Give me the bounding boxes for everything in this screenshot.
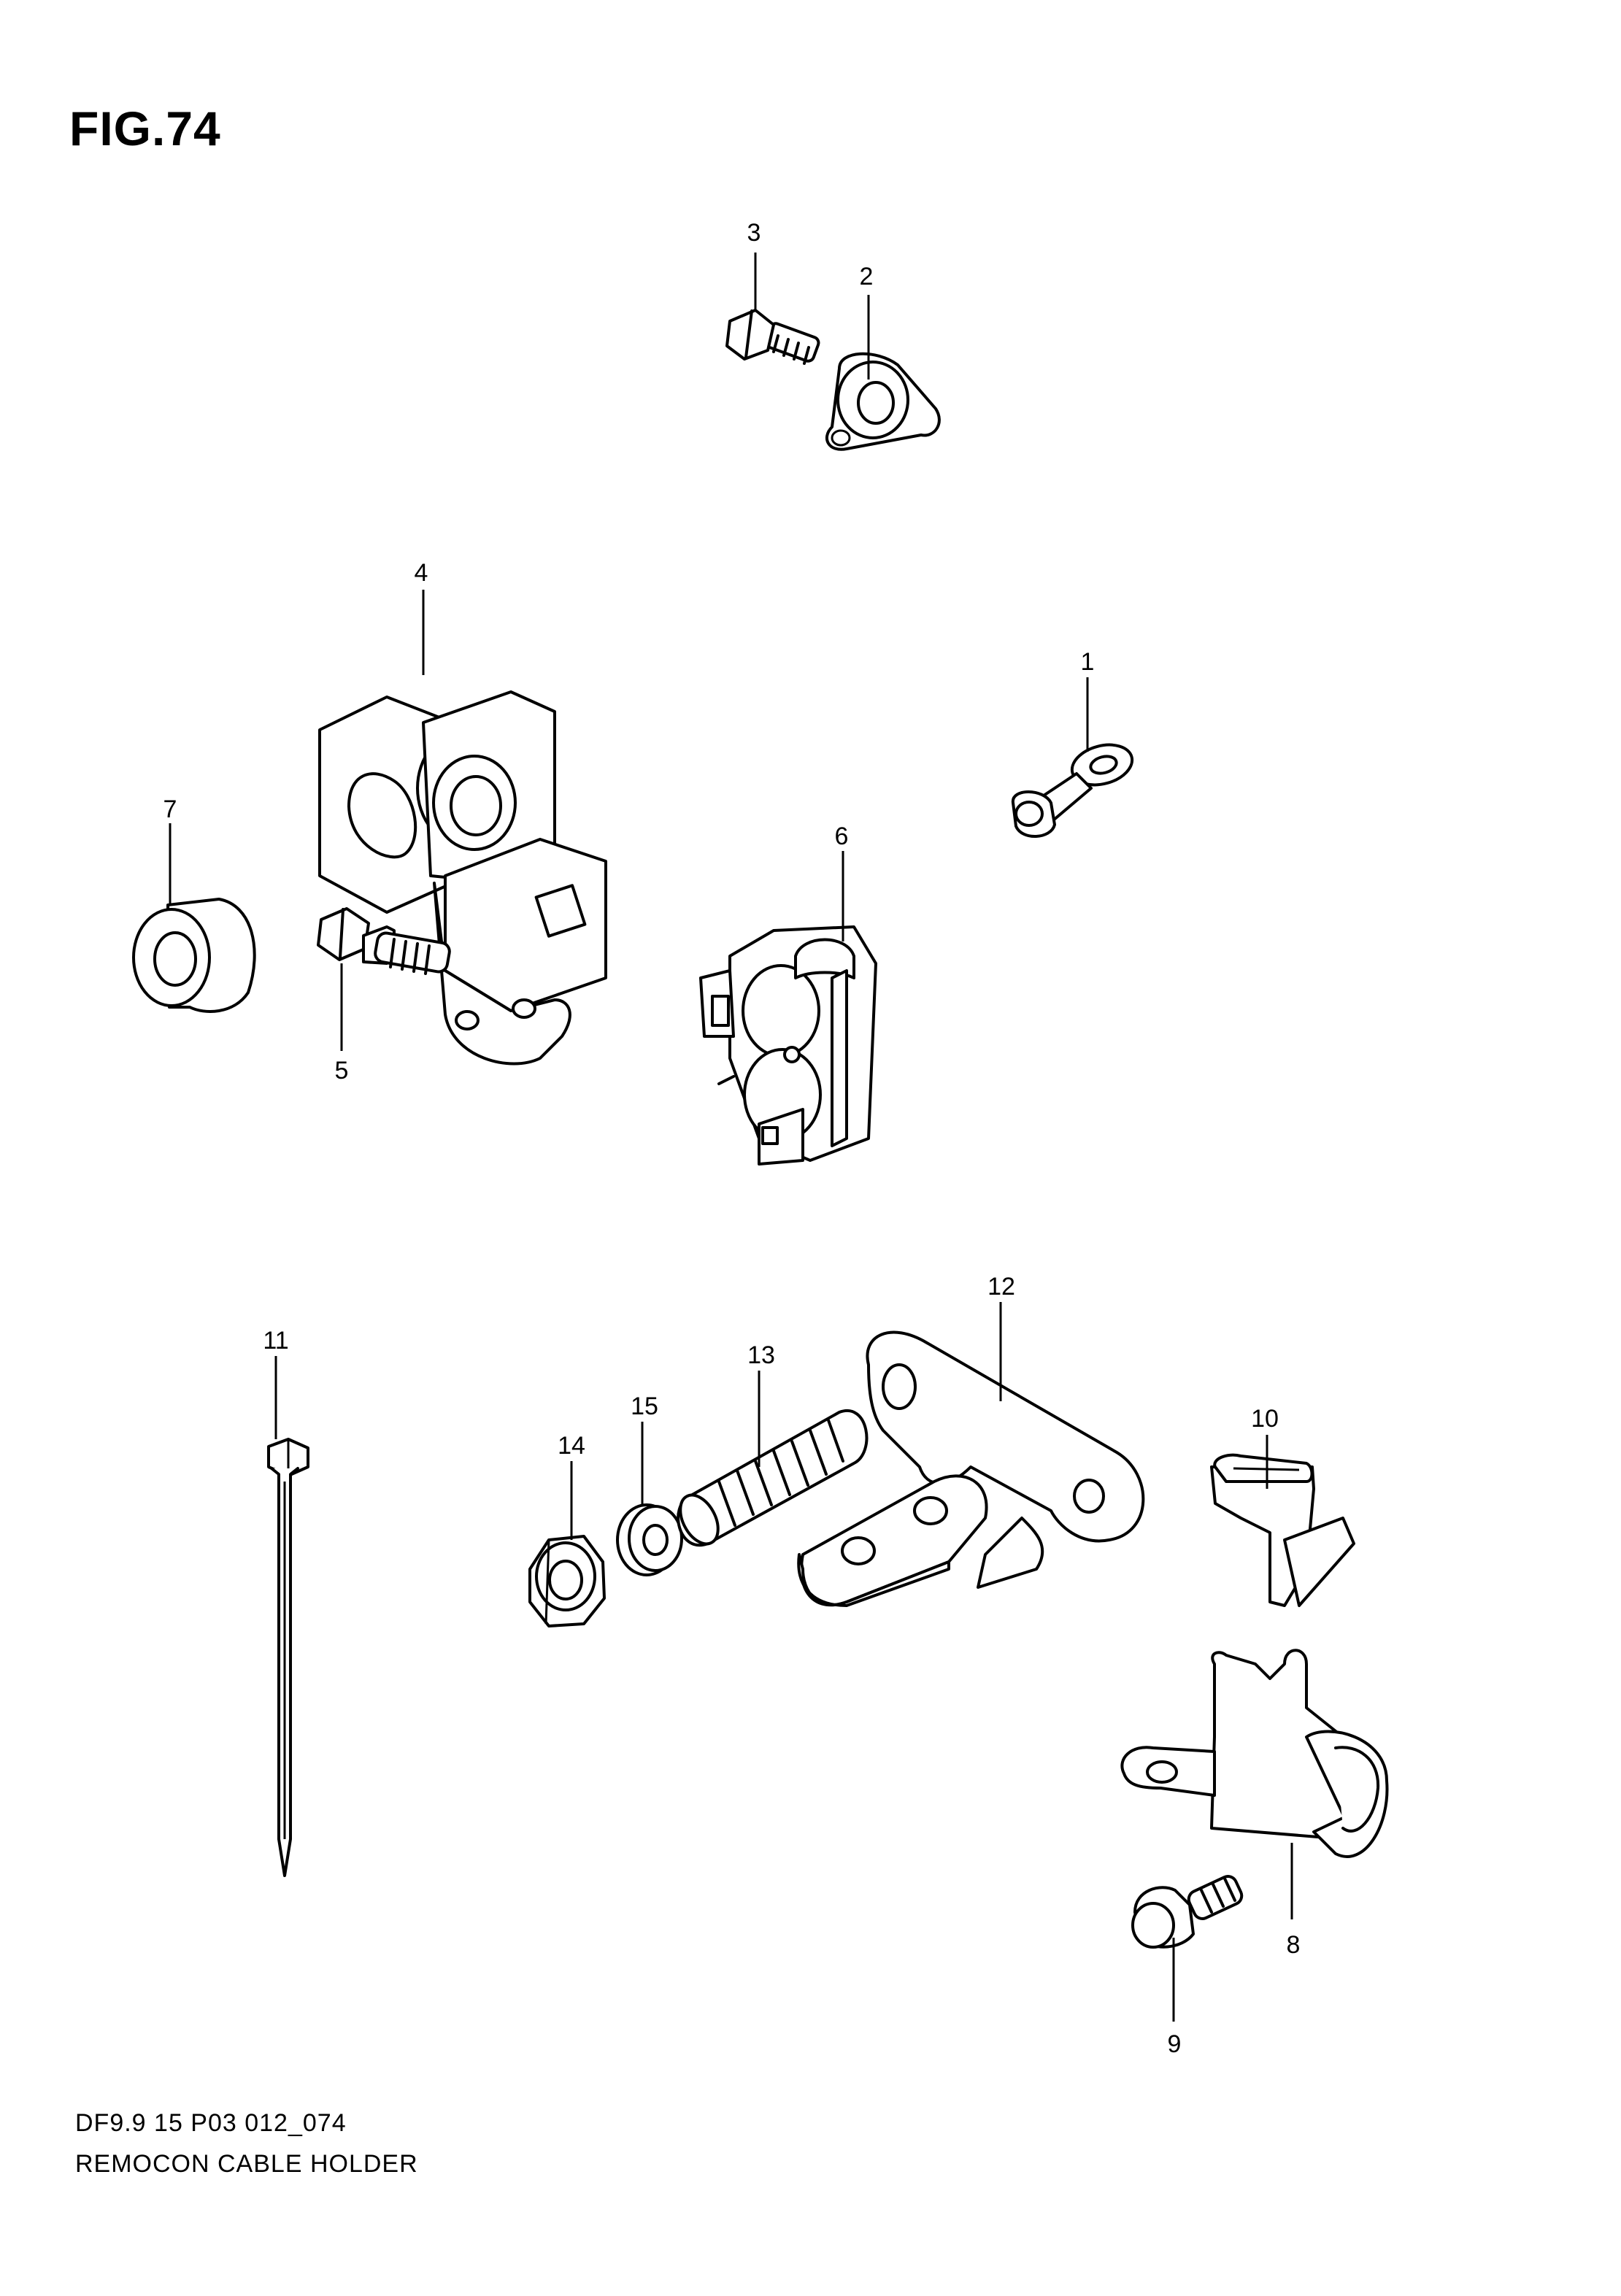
callout-1: 1: [1081, 648, 1095, 676]
part-7-grommet: [132, 898, 256, 1013]
figure-code: DF9.9 15 P03 012_074: [75, 2109, 347, 2137]
part-11-cable-tie: [267, 1438, 309, 1877]
part-3-bolt: [725, 309, 820, 365]
figure-name: REMOCON CABLE HOLDER: [75, 2150, 418, 2178]
callout-11: 11: [263, 1327, 288, 1355]
callout-3: 3: [747, 219, 761, 247]
callout-12: 12: [987, 1273, 1015, 1301]
callout-4: 4: [415, 559, 428, 587]
part-4-bracket: [318, 690, 607, 1066]
callout-labels: 3 2 4 1 6 7 5 12 11 13 10 15 14 8 9: [163, 219, 1301, 2058]
callout-6: 6: [835, 823, 849, 850]
part-14-nut: [528, 1535, 606, 1627]
part-1-ring-terminal: [1011, 743, 1134, 838]
part-6-cable-holder: [699, 925, 877, 1166]
figure-title: FIG.74: [69, 101, 221, 155]
part-9-bolt: [1131, 1875, 1244, 1949]
callout-7: 7: [163, 795, 177, 823]
part-8-bracket: [1120, 1649, 1389, 1858]
callout-15: 15: [631, 1392, 658, 1420]
callout-10: 10: [1251, 1405, 1279, 1433]
part-12-bracket-plate: [797, 1330, 1145, 1607]
part-5-bolt: [317, 907, 451, 975]
part-10-clip: [1210, 1453, 1355, 1607]
leader-lines: [169, 253, 1293, 2022]
callout-8: 8: [1287, 1931, 1301, 1959]
callout-14: 14: [558, 1432, 585, 1460]
callout-2: 2: [860, 263, 874, 290]
callout-13: 13: [747, 1341, 775, 1369]
callout-5: 5: [335, 1057, 349, 1085]
callout-9: 9: [1168, 2030, 1182, 2058]
part-13-stud: [677, 1409, 869, 1547]
part-15-washer: [616, 1503, 683, 1576]
part-2-clamp: [825, 352, 941, 451]
